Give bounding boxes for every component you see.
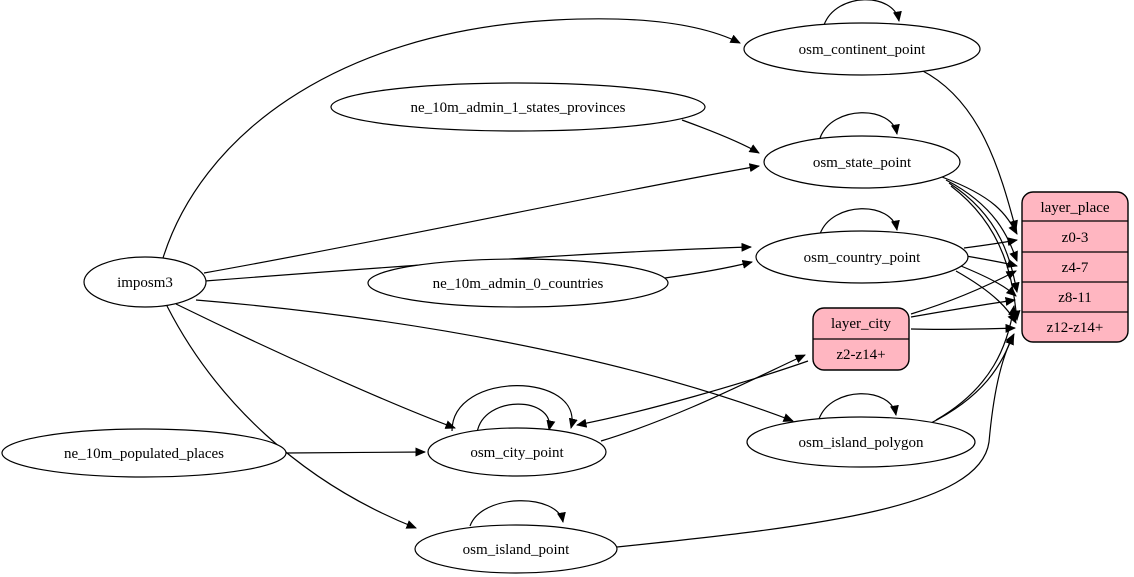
edge-layer_city-layer_place-z12-z14 xyxy=(910,323,1016,333)
node-osm_continent_point: osm_continent_point xyxy=(743,22,981,76)
edge-osm_island_polygon-layer_place-z12-z14 xyxy=(928,334,1014,425)
edge-layer_city-osm_city_point xyxy=(576,360,809,428)
node-imposm3: imposm3 xyxy=(83,256,207,308)
edge-osm_continent_point-layer_place-z0-3 xyxy=(920,69,1018,231)
node-osm_city_point-label: osm_city_point xyxy=(470,445,564,461)
self-loop-osm_city_point-inner xyxy=(476,403,556,434)
node-osm_country_point: osm_country_point xyxy=(755,230,969,284)
node-layer_place: layer_place z0-3 z4-7 z8-11 z12-z14+ xyxy=(1021,191,1129,343)
edge-layer_city-layer_place-z8-11 xyxy=(910,296,1016,318)
self-loop-osm_continent_point xyxy=(823,0,902,26)
edge-osm_state_point-layer_place-z0-3 xyxy=(941,176,1018,235)
edge-imposm3-osm_continent_point xyxy=(162,18,741,259)
self-loop-osm_country_point xyxy=(819,208,900,235)
node-imposm3-shape xyxy=(83,256,207,308)
node-osm_state_point-label: osm_state_point xyxy=(813,155,912,171)
node-osm_city_point: osm_city_point xyxy=(427,427,607,477)
edge-layer_city-layer_place-z4-7 xyxy=(910,270,1017,315)
node-osm_continent_point-shape xyxy=(743,22,981,76)
edge-osm_island_point-layer_place-z12-z14 xyxy=(616,333,1015,548)
node-osm_state_point: osm_state_point xyxy=(763,135,961,189)
self-loop-osm_island_polygon xyxy=(818,393,899,420)
node-osm_island_point-shape xyxy=(414,524,618,574)
node-ne_10m_admin_0_countries-label: ne_10m_admin_0_countries xyxy=(433,276,604,292)
edge-osm_country_point-layer_place-z8-11 xyxy=(960,265,1017,297)
node-ne_10m_populated_places-label: ne_10m_populated_places xyxy=(64,446,224,462)
node-osm_country_point-label: osm_country_point xyxy=(804,250,921,266)
node-ne_10m_admin_1_states_provinces-label: ne_10m_admin_1_states_provinces xyxy=(411,100,626,116)
node-ne_10m_admin_0_countries: ne_10m_admin_0_countries xyxy=(367,258,669,308)
self-loop-osm_city_point-outer xyxy=(451,385,578,432)
node-ne_10m_admin_1_states_provinces-shape xyxy=(330,82,706,132)
layer_place-row-z4-7: z4-7 xyxy=(1062,260,1089,276)
edge-imposm3-osm_island_point xyxy=(166,305,417,529)
edge-imposm3-osm_state_point xyxy=(203,163,760,274)
node-layer_city: layer_city z2-z14+ xyxy=(812,307,910,371)
node-osm_island_polygon-label: osm_island_polygon xyxy=(798,435,924,451)
self-loop-osm_state_point xyxy=(819,112,900,139)
edge-imposm3-osm_island_polygon xyxy=(195,299,794,422)
edge-osm_state_point-layer_place-z4-7 xyxy=(945,179,1018,262)
node-osm_country_point-shape xyxy=(755,230,969,284)
edge-ne_10m_admin_1_states_provinces-osm_state_point xyxy=(681,119,760,154)
edge-imposm3-osm_city_point xyxy=(175,303,456,429)
layer_city-row-z2-z14: z2-z14+ xyxy=(836,347,885,363)
edge-osm_country_point-layer_place-z0-3 xyxy=(963,237,1018,249)
node-osm_continent_point-label: osm_continent_point xyxy=(799,42,926,58)
node-osm_island_point: osm_island_point xyxy=(414,524,618,574)
node-ne_10m_admin_0_countries-shape xyxy=(367,258,669,308)
node-osm_island_polygon-shape xyxy=(746,416,976,468)
edge-ne_10m_admin_0_countries-osm_country_point xyxy=(664,259,753,279)
edge-osm_city_point-layer_city-z2 xyxy=(600,354,806,442)
layer_place-row-z12-z14: z12-z14+ xyxy=(1047,320,1104,336)
node-layer_city-title: layer_city xyxy=(831,316,891,332)
node-layer_place-title: layer_place xyxy=(1040,200,1109,216)
node-ne_10m_populated_places-shape xyxy=(1,428,287,478)
edge-osm_country_point-layer_place-z4-7 xyxy=(965,255,1018,268)
node-layer_place-shape xyxy=(1021,191,1129,343)
edge-osm_country_point-layer_place-z12-z14 xyxy=(955,270,1017,324)
node-ne_10m_populated_places: ne_10m_populated_places xyxy=(1,428,287,478)
node-osm_island_point-label: osm_island_point xyxy=(463,542,571,558)
node-ne_10m_admin_1_states_provinces: ne_10m_admin_1_states_provinces xyxy=(330,82,706,132)
self-loop-osm_island_point xyxy=(469,500,566,527)
node-osm_island_polygon: osm_island_polygon xyxy=(746,416,976,468)
edge-ne_10m_populated_places-osm_city_point xyxy=(285,447,426,457)
layer_place-row-z0-3: z0-3 xyxy=(1062,230,1089,246)
node-imposm3-label: imposm3 xyxy=(117,275,173,291)
node-osm_state_point-shape xyxy=(763,135,961,189)
edge-osm_state_point-layer_place-z8-11 xyxy=(948,182,1020,293)
layer_place-row-z8-11: z8-11 xyxy=(1058,290,1092,306)
node-osm_city_point-shape xyxy=(427,427,607,477)
edge-osm_island_polygon-layer_place-z8-11 xyxy=(935,305,1018,421)
edge-group xyxy=(162,0,1021,548)
